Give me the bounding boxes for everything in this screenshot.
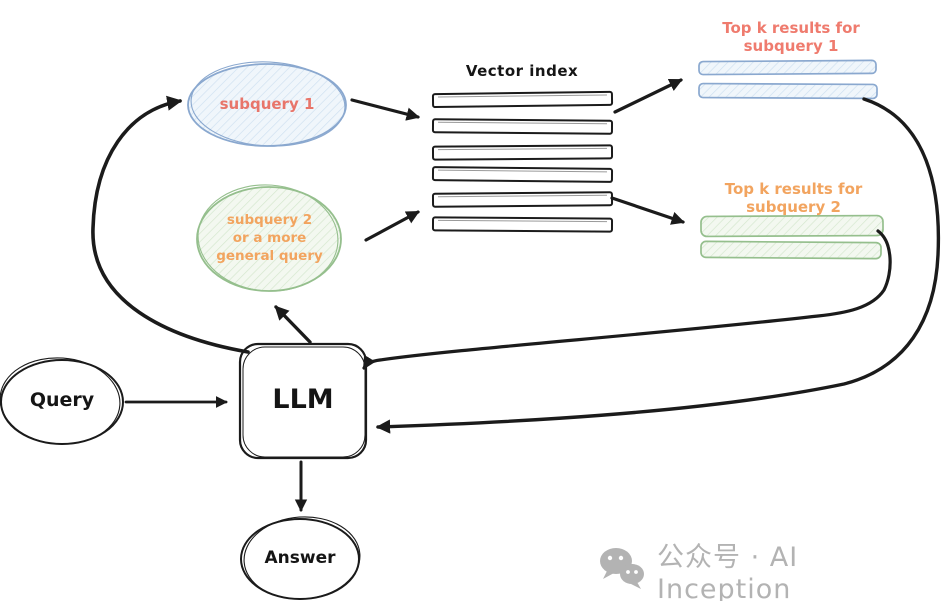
topk1-title: Top k results for subquery 1	[722, 19, 860, 55]
edge-vector-index-to-topk1	[613, 78, 683, 114]
topk1-result-bars	[698, 59, 878, 100]
query-node	[0, 357, 124, 445]
wechat-icon	[597, 546, 647, 594]
answer-node	[240, 516, 361, 600]
edge-llm-to-subquery1	[91, 95, 250, 354]
subquery2-node	[196, 184, 342, 292]
subquery2-label-line3: general query	[216, 248, 323, 264]
subquery1-label: subquery 1	[219, 95, 315, 113]
edge-subquery2-to-vector-index	[364, 210, 420, 242]
subquery2-label-line2: or a more	[232, 230, 307, 246]
watermark: 公众号 · AI Inception	[597, 535, 942, 601]
vector-index-label: Vector index	[465, 62, 579, 80]
watermark-text: 公众号 · AI Inception	[657, 542, 799, 601]
topk2-title: Top k results for subquery 2	[724, 180, 863, 216]
subquery1-node	[187, 61, 347, 147]
llm-node	[238, 342, 368, 460]
edge-llm-to-subquery2	[274, 305, 312, 344]
answer-label: Answer	[264, 548, 336, 568]
edge-subquery1-to-vector-index	[350, 98, 420, 121]
query-label: Query	[29, 389, 95, 411]
llm-label: LLM	[272, 384, 334, 415]
vector-index-stack	[431, 90, 614, 233]
subquery2-label-line1: subquery 2	[226, 212, 313, 228]
topk2-result-bars	[700, 214, 884, 260]
edge-topk1-to-llm	[375, 97, 941, 434]
subquery2-label: subquery 2 or a more general query	[197, 211, 342, 265]
edge-topk2-to-llm	[362, 229, 892, 370]
edge-vector-index-to-topk2	[610, 196, 685, 225]
